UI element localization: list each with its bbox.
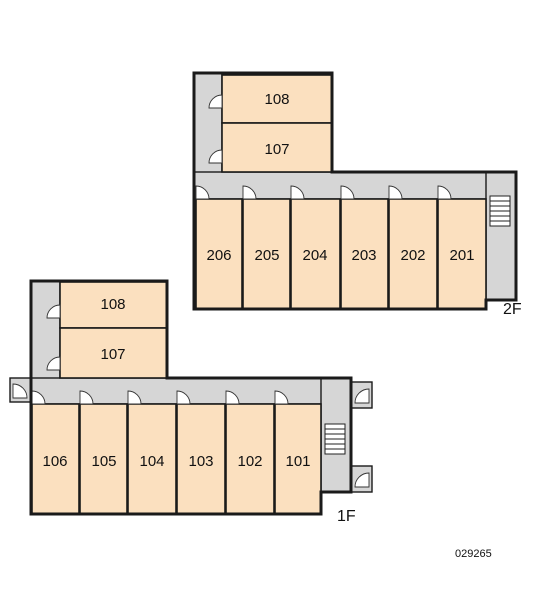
room-label-2f-203: 203 <box>351 247 376 264</box>
room-label-1f-102: 102 <box>237 453 262 470</box>
room-label-1f-101: 101 <box>285 453 310 470</box>
room-2f-204 <box>290 198 341 310</box>
room-1f-102 <box>225 403 275 515</box>
room-2f-202 <box>388 198 438 310</box>
corridor-2f-horizontal <box>193 171 517 200</box>
stairs-2f-icon <box>489 195 511 227</box>
corridor-2f-stair-landing <box>485 171 517 301</box>
room-1f-107 <box>59 327 168 379</box>
room-label-1f-106: 106 <box>42 453 67 470</box>
property-code: 029265 <box>455 548 492 560</box>
room-2f-205 <box>242 198 291 310</box>
room-label-1f-105: 105 <box>91 453 116 470</box>
room-label-2f-202: 202 <box>400 247 425 264</box>
floor-2-plan: 108 107 206 205 204 203 202 201 <box>192 71 522 318</box>
room-2f-203 <box>340 198 389 310</box>
room-1f-103 <box>176 403 226 515</box>
room-label-2f-107: 107 <box>264 141 289 158</box>
doors-2f <box>195 94 452 200</box>
corridor-1f-horizontal <box>30 377 352 405</box>
room-2f-206 <box>195 198 243 310</box>
room-1f-101 <box>274 403 322 515</box>
outer-wall-2f <box>192 71 518 311</box>
room-label-2f-108: 108 <box>264 91 289 108</box>
floor-label-1f: 1F <box>337 508 356 525</box>
floor-label-2f: 2F <box>503 301 522 318</box>
room-label-1f-104: 104 <box>139 453 164 470</box>
room-label-2f-206: 206 <box>206 247 231 264</box>
doors-1f <box>12 304 370 488</box>
outer-wall-1f <box>29 279 353 516</box>
room-label-1f-107: 107 <box>100 346 125 363</box>
room-label-1f-103: 103 <box>188 453 213 470</box>
room-1f-104 <box>127 403 177 515</box>
stairs-1f-icon <box>324 423 346 455</box>
floor-1-plan: 108 107 106 105 104 103 102 101 <box>9 279 373 525</box>
room-label-2f-204: 204 <box>302 247 327 264</box>
room-1f-105 <box>79 403 128 515</box>
room-label-2f-201: 201 <box>449 247 474 264</box>
room-label-1f-108: 108 <box>100 296 125 313</box>
room-label-2f-205: 205 <box>254 247 279 264</box>
